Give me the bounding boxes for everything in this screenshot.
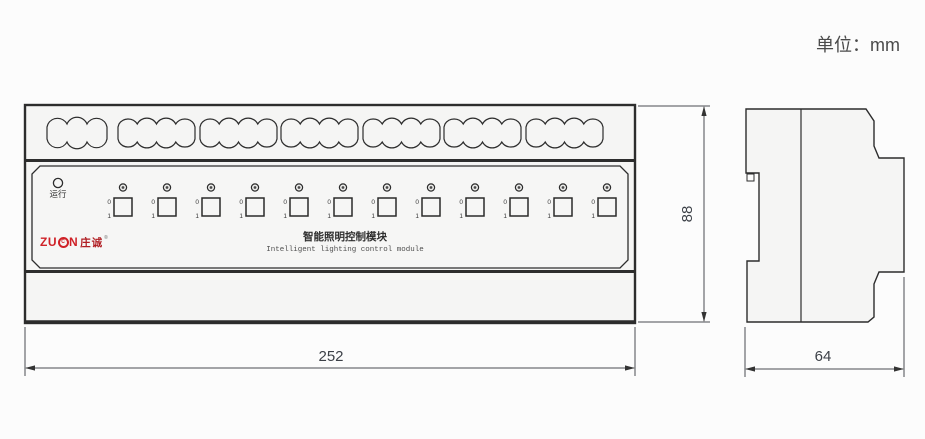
channel-led-dot-icon bbox=[429, 186, 433, 189]
terminal-group bbox=[280, 117, 359, 149]
dim-text-front-height: 88 bbox=[679, 206, 696, 223]
switch-label-1: 1 bbox=[107, 213, 111, 220]
channel-switch bbox=[553, 197, 573, 217]
channel-led-dot-icon bbox=[605, 186, 609, 189]
terminal-strip bbox=[46, 116, 604, 150]
switch-label-1: 1 bbox=[503, 213, 507, 220]
panel-face bbox=[31, 165, 629, 269]
arrow-left-icon bbox=[745, 366, 755, 372]
switch-label-0: 0 bbox=[415, 199, 419, 206]
switch-label-1: 1 bbox=[151, 213, 155, 220]
switch-label-0: 0 bbox=[239, 199, 243, 206]
channel-switch bbox=[421, 197, 441, 217]
arrow-right-icon bbox=[894, 366, 904, 372]
channel-switch bbox=[333, 197, 353, 217]
dim-text-front-width: 252 bbox=[318, 348, 343, 365]
channel-switch bbox=[289, 197, 309, 217]
side-view bbox=[745, 108, 905, 323]
channel-led-dot-icon bbox=[121, 186, 125, 189]
switch-label-1: 1 bbox=[195, 213, 199, 220]
channel-switch bbox=[245, 197, 265, 217]
arrow-left-icon bbox=[25, 365, 35, 371]
registered-mark-icon: ® bbox=[104, 235, 108, 241]
dimension-side-depth bbox=[744, 277, 905, 377]
switch-label-1: 1 bbox=[371, 213, 375, 220]
arrow-right-icon bbox=[625, 365, 635, 371]
channel-led-dot-icon bbox=[209, 186, 213, 189]
channel-led-dot-icon bbox=[473, 186, 477, 189]
terminal-group bbox=[362, 117, 441, 149]
terminal-group bbox=[117, 117, 196, 149]
switch-label-0: 0 bbox=[503, 199, 507, 206]
switch-label-1: 1 bbox=[459, 213, 463, 220]
switch-label-0: 0 bbox=[107, 199, 111, 206]
channel-switch bbox=[597, 197, 617, 217]
channel-switch bbox=[465, 197, 485, 217]
brand-ring-icon: C bbox=[57, 237, 69, 248]
channel-led-dot-icon bbox=[517, 186, 521, 189]
switch-label-0: 0 bbox=[591, 199, 595, 206]
brand-cn: 庄诚 bbox=[80, 237, 104, 249]
product-title-en: Intelligent lighting control module bbox=[266, 246, 424, 254]
unit-note: 单位：mm bbox=[816, 35, 900, 55]
switch-label-0: 0 bbox=[459, 199, 463, 206]
switch-label-0: 0 bbox=[151, 199, 155, 206]
switch-label-0: 0 bbox=[547, 199, 551, 206]
switch-label-0: 0 bbox=[371, 199, 375, 206]
product-title-cn: 智能照明控制模块 bbox=[302, 230, 387, 243]
switch-label-1: 1 bbox=[327, 213, 331, 220]
run-indicator-label: 运行 bbox=[49, 189, 67, 199]
side-view-outline bbox=[745, 108, 905, 323]
switch-label-0: 0 bbox=[327, 199, 331, 206]
run-led-icon bbox=[52, 177, 64, 189]
channel-switch bbox=[157, 197, 177, 217]
terminal-group bbox=[46, 116, 108, 150]
dimension-front-width bbox=[24, 327, 636, 376]
brand-latin-right: N bbox=[69, 235, 79, 249]
arrow-up-icon bbox=[701, 106, 707, 116]
switch-label-0: 0 bbox=[283, 199, 287, 206]
terminal-group bbox=[443, 117, 522, 149]
channel-led-dot-icon bbox=[385, 186, 389, 189]
channel-led-dot-icon bbox=[297, 186, 301, 189]
din-clip-notch bbox=[746, 173, 755, 182]
terminal-group bbox=[525, 117, 604, 149]
channel-led-dot-icon bbox=[165, 186, 169, 189]
front-view: 运行 0 1 0 1 0 1 0 1 0 1 0 1 0 1 0 1 0 1 0 1 0 1 0 1 智能照明控制模块 Int… bbox=[23, 103, 637, 325]
terminal-group bbox=[199, 117, 278, 149]
brand-circle-letter: C bbox=[61, 239, 65, 245]
dimension-front-height bbox=[638, 105, 710, 323]
switch-label-1: 1 bbox=[415, 213, 419, 220]
brand-logo: ZU C N 庄诚 ® bbox=[40, 235, 108, 250]
channel-led-dot-icon bbox=[561, 186, 565, 189]
channel-switch bbox=[201, 197, 221, 217]
switch-label-1: 1 bbox=[283, 213, 287, 220]
channel-led-dot-icon bbox=[341, 186, 345, 189]
switch-label-1: 1 bbox=[547, 213, 551, 220]
brand-latin-left: ZU bbox=[40, 235, 57, 249]
channel-switch bbox=[509, 197, 529, 217]
channel-switch bbox=[377, 197, 397, 217]
channel-row: 0 1 0 1 0 1 0 1 0 1 0 1 0 1 0 1 0 1 0 1 0 1 0 1 bbox=[107, 183, 617, 220]
channel-led-dot-icon bbox=[253, 186, 257, 189]
arrow-down-icon bbox=[701, 312, 707, 322]
switch-label-1: 1 bbox=[591, 213, 595, 220]
channel-switch bbox=[113, 197, 133, 217]
switch-label-0: 0 bbox=[195, 199, 199, 206]
dim-text-side-depth: 64 bbox=[815, 348, 832, 365]
switch-label-1: 1 bbox=[239, 213, 243, 220]
